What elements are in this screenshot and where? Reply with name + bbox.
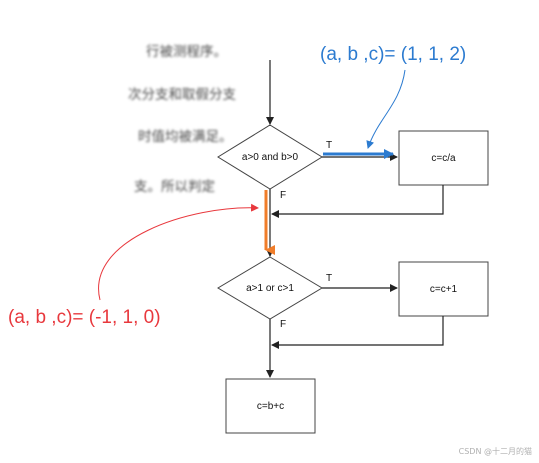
blue-annotation: (a, b ,c)= (1, 1, 2) [320, 44, 466, 65]
process-box-1 [398, 130, 489, 186]
red-pointer [98, 203, 259, 301]
blue-pointer [366, 69, 406, 149]
process-2-label: c=c+1 [430, 284, 458, 295]
process-3-label: c=b+c [257, 401, 284, 412]
decision-2-label: a>1 or c>1 [246, 283, 294, 294]
process-1-return-edge [271, 185, 444, 218]
blurred-background-text: 时值均被满足。 [138, 129, 233, 145]
d2-true-label: T [326, 273, 332, 284]
d1-false-label: F [280, 190, 286, 201]
d1-true-label: T [326, 140, 332, 151]
watermark: CSDN @十二月的猫 [459, 446, 532, 456]
blurred-background-text: 次分支和取假分支 [128, 87, 236, 103]
d2-false-label: F [280, 319, 286, 330]
process-1-label: c=c/a [431, 153, 456, 164]
process-box-3 [225, 378, 316, 434]
red-annotation: (a, b ,c)= (-1, 1, 0) [8, 307, 161, 328]
blurred-background-text: 行被测程序。 [146, 44, 227, 60]
process-box-2 [398, 261, 489, 317]
decision-1-label: a>0 and b>0 [242, 152, 299, 163]
process-2-return-edge [271, 316, 444, 349]
blurred-background-text: 支。所以判定 [134, 179, 215, 195]
